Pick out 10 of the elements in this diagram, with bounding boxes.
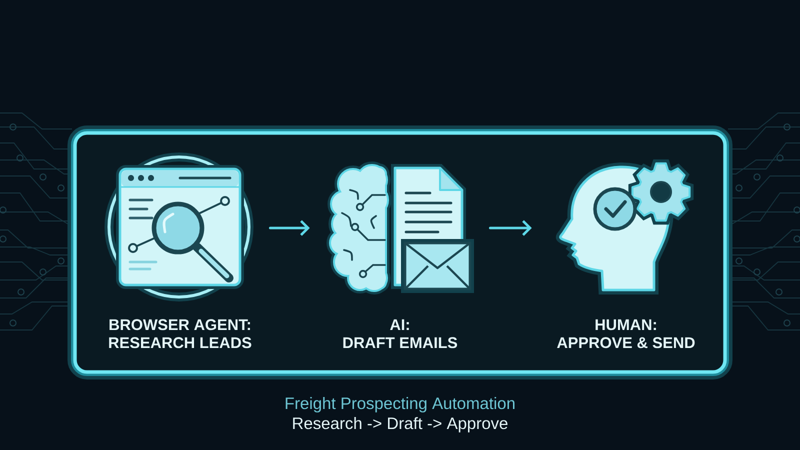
step-caption: DRAFT EMAILS: [343, 337, 458, 348]
summary-line: Research -> Draft -> Approve: [293, 417, 508, 432]
step-caption: APPROVE & SEND: [557, 337, 695, 348]
arrow: [488, 220, 532, 236]
step-title: HUMAN:: [596, 319, 656, 330]
subtitle: Freight Prospecting Automation: [286, 397, 514, 412]
step-title: BROWSER AGENT:: [110, 319, 250, 330]
step-title: AI:: [390, 319, 409, 330]
step-caption: RESEARCH LEADS: [109, 337, 252, 348]
arrow: [268, 220, 310, 236]
